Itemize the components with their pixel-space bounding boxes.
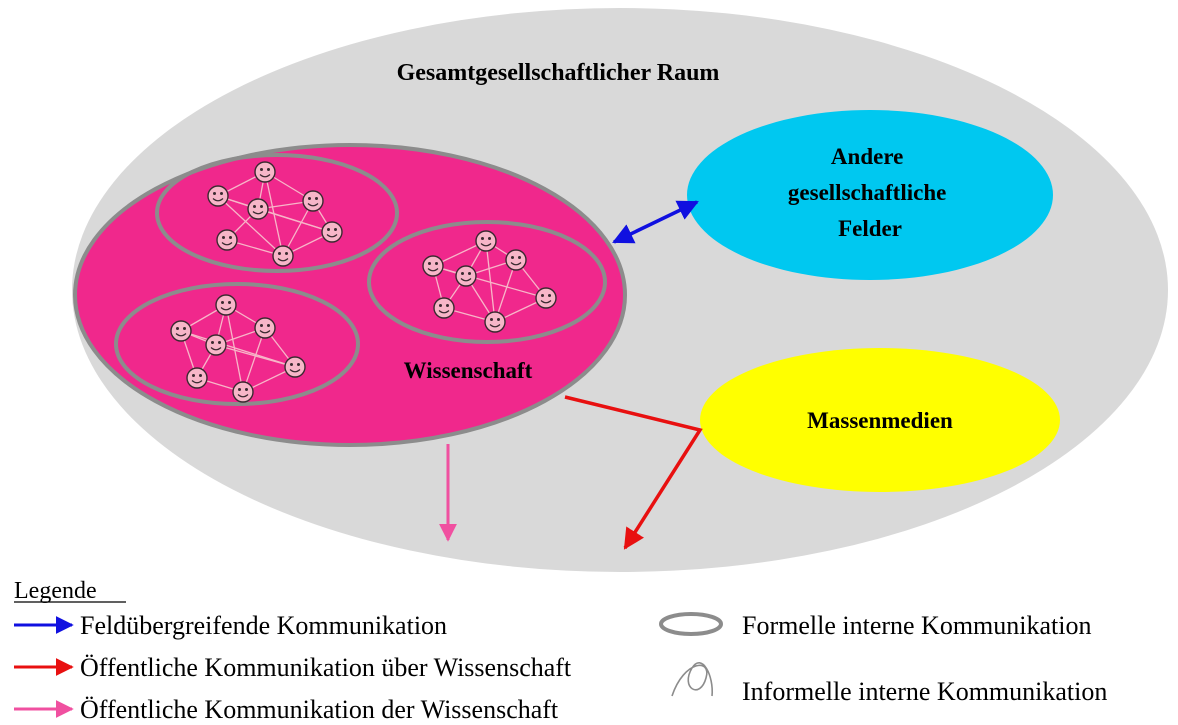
smiley-face-icon [272, 245, 294, 267]
legend-public-of-label: Öffentliche Kommunikation der Wissenscha… [80, 695, 559, 724]
other-fields-ellipse [687, 110, 1053, 280]
smiley-face-icon [254, 161, 276, 183]
smiley-face-icon [205, 334, 227, 356]
public-about-science-arrow [564, 395, 703, 550]
other-fields-line-3: Felder [838, 216, 902, 241]
smiley-face-icon [321, 221, 343, 243]
formal-group-1 [155, 153, 399, 273]
smiley-face-icon [284, 356, 306, 378]
legend-informal-squiggle-icon [671, 662, 713, 697]
other-fields-line-2: gesellschaftliche [788, 180, 946, 205]
cross-field-arrow [612, 200, 699, 244]
smiley-face-icon [247, 198, 269, 220]
group-2-members [422, 230, 557, 333]
group-3-members [170, 294, 306, 403]
smiley-face-icon [232, 381, 254, 403]
mass-media-ellipse [700, 348, 1060, 492]
smiley-face-icon [302, 190, 324, 212]
smiley-face-icon [535, 287, 557, 309]
smiley-face-icon [475, 230, 497, 252]
smiley-face-icon [186, 367, 208, 389]
legend-formal-label: Formelle interne Kommunikation [742, 611, 1092, 640]
group-1-members [207, 161, 343, 267]
legend-title: Legende [14, 578, 97, 604]
other-fields-label: Andere gesellschaftliche Felder [788, 144, 952, 241]
formal-group-3-outline [114, 282, 360, 406]
smiley-face-icon [455, 265, 477, 287]
smiley-face-icon [505, 249, 527, 271]
formal-group-2 [367, 220, 607, 344]
formal-group-3 [114, 282, 360, 406]
smiley-face-icon [215, 294, 237, 316]
legend-formal-ring-icon [659, 612, 723, 636]
smiley-face-icon [484, 311, 506, 333]
other-fields-line-1: Andere [831, 144, 903, 169]
smiley-face-icon [207, 185, 229, 207]
formal-group-1-outline [155, 153, 399, 273]
legend: Legende Feldübergreifende Kommunikation … [14, 578, 1107, 724]
science-label: Wissenschaft [404, 358, 533, 383]
science-ellipse [73, 143, 627, 447]
legend-cross-field-label: Feldübergreifende Kommunikation [80, 611, 447, 640]
smiley-face-icon [433, 297, 455, 319]
smiley-face-icon [216, 229, 238, 251]
society-label: Gesamtgesellschaftlicher Raum [397, 60, 720, 86]
legend-public-about-label: Öffentliche Kommunikation über Wissensch… [80, 653, 572, 682]
smiley-face-icon [254, 317, 276, 339]
legend-informal-label: Informelle interne Kommunikation [742, 677, 1107, 706]
smiley-face-icon [170, 320, 192, 342]
mass-media-label: Massenmedien [807, 408, 953, 433]
formal-group-2-outline [367, 220, 607, 344]
smiley-face-icon [422, 255, 444, 277]
